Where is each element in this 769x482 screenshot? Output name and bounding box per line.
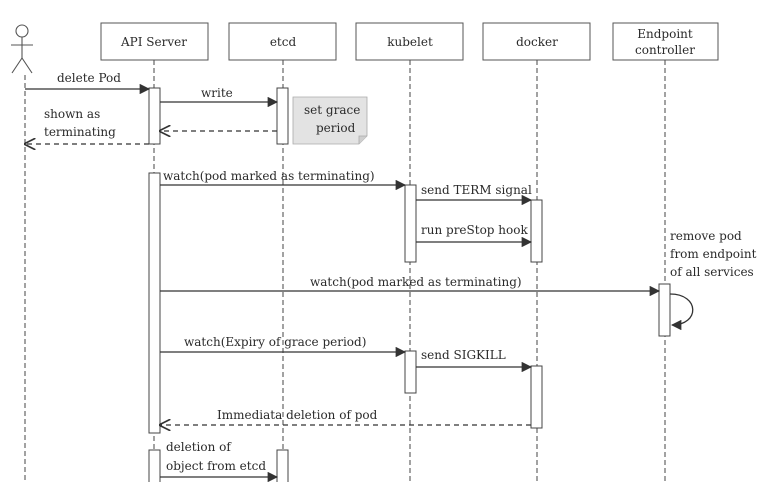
kubelet-activation: [404, 350, 417, 394]
participant-label: controller: [635, 43, 695, 57]
message-label: deletion of: [166, 440, 232, 454]
grace-period-note: set grace period: [292, 96, 368, 145]
note-text: period: [316, 121, 356, 135]
message-label: object from etcd: [166, 459, 266, 473]
user-actor-icon: [11, 24, 33, 74]
message-label: remove pod: [670, 229, 742, 243]
participant-label: docker: [516, 35, 558, 49]
api-server-activation: [148, 449, 161, 482]
docker-activation: [530, 199, 543, 263]
participant-label: Endpoint: [637, 27, 693, 41]
message-label: watch(pod marked as terminating): [310, 275, 522, 289]
note-text: set grace: [304, 103, 360, 117]
participant-label: API Server: [120, 35, 187, 49]
self-message-remove-pod-arrow: [669, 293, 694, 331]
etcd-activation: [276, 87, 289, 145]
participant-etcd: etcd: [228, 22, 337, 61]
message-label: of all services: [670, 265, 754, 279]
participant-docker: docker: [482, 22, 591, 61]
message-label: from endpoint: [670, 247, 757, 261]
participant-label: etcd: [270, 35, 297, 49]
message-label: send SIGKILL: [421, 348, 506, 362]
participant-api-server: API Server: [100, 22, 209, 61]
message-label: run preStop hook: [421, 223, 528, 237]
message-label: watch(pod marked as terminating): [163, 169, 375, 183]
api-server-activation: [148, 87, 161, 145]
api-server-activation: [148, 172, 161, 434]
participant-kubelet: kubelet: [355, 22, 464, 61]
endpoint-controller-activation: [658, 283, 671, 337]
message-label: write: [201, 86, 233, 100]
message-label: delete Pod: [57, 71, 121, 85]
participant-endpoint-controller: Endpoint controller: [612, 22, 719, 61]
message-label: watch(Expiry of grace period): [184, 335, 366, 349]
participant-label: kubelet: [387, 35, 433, 49]
message-label: Immediata deletion of pod: [217, 408, 378, 422]
kubelet-activation: [404, 184, 417, 263]
message-label: send TERM signal: [421, 183, 532, 197]
message-label: shown as: [44, 107, 100, 121]
message-label: terminating: [44, 125, 116, 139]
docker-activation: [530, 365, 543, 429]
etcd-activation: [276, 449, 289, 482]
